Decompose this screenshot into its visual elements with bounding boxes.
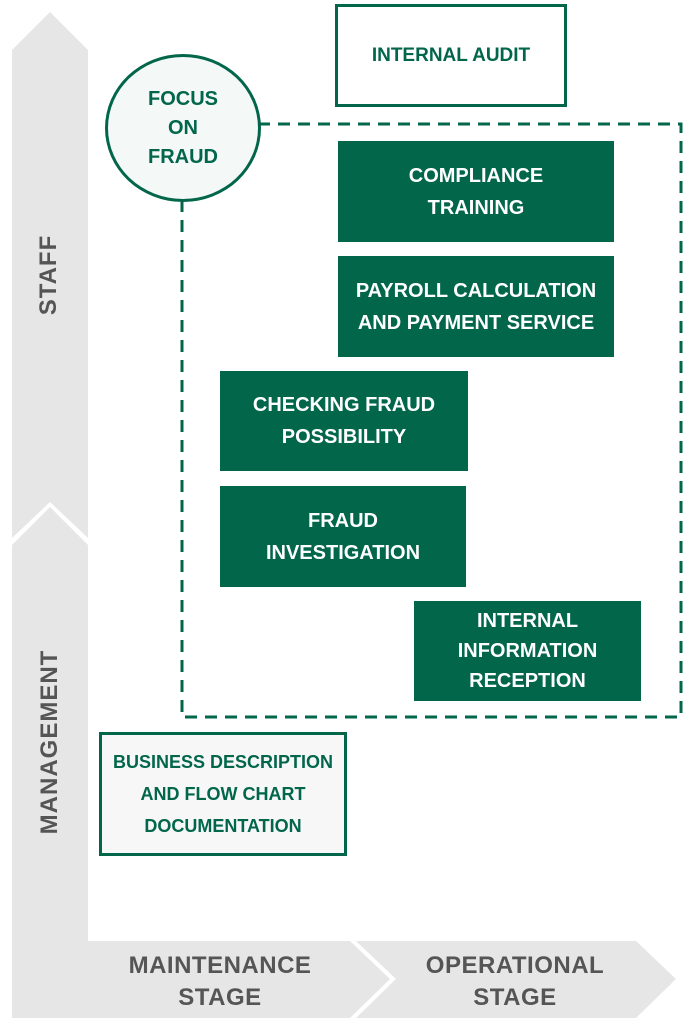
internal-audit-label: INTERNAL AUDIT <box>371 44 531 66</box>
internal-audit-box: INTERNAL AUDIT <box>335 4 567 107</box>
operational-axis-arrow <box>356 941 676 1018</box>
payroll-label: PAYROLL CALCULATION AND PAYMENT SERVICE <box>355 279 597 334</box>
checking-fraud-label: CHECKING FRAUD POSSIBILITY <box>252 394 436 448</box>
business-description-label: BUSINESS DESCRIPTION AND FLOW CHART DOCU… <box>112 752 334 836</box>
focus-dashed-region <box>180 122 683 719</box>
internal-information-label: INTERNAL INFORMATION RECEPTION <box>457 610 598 692</box>
fraud-investigation-box: FRAUD INVESTIGATION <box>220 486 466 587</box>
fraud-investigation-label: FRAUD INVESTIGATION <box>265 509 421 564</box>
staff-axis-arrow <box>12 12 88 538</box>
operational-stage-label: OPERATIONAL STAGE <box>425 952 605 1011</box>
internal-information-box: INTERNAL INFORMATION RECEPTION <box>414 601 641 701</box>
business-description-box: BUSINESS DESCRIPTION AND FLOW CHART DOCU… <box>99 732 347 856</box>
management-axis-label: MANAGEMENT <box>36 649 63 835</box>
maintenance-stage-label: MAINTENANCE STAGE <box>128 952 312 1011</box>
maintenance-axis-arrow <box>16 941 390 1018</box>
focus-on-fraud-label: FOCUS ON FRAUD <box>148 87 218 168</box>
compliance-training-box: COMPLIANCE TRAINING <box>338 141 614 242</box>
checking-fraud-box: CHECKING FRAUD POSSIBILITY <box>220 371 468 471</box>
compliance-training-label: COMPLIANCE TRAINING <box>408 164 544 219</box>
focus-on-fraud-circle: FOCUS ON FRAUD <box>105 54 261 202</box>
staff-axis-label: STAFF <box>35 234 62 316</box>
payroll-box: PAYROLL CALCULATION AND PAYMENT SERVICE <box>338 256 614 357</box>
management-axis-arrow <box>12 507 88 1018</box>
